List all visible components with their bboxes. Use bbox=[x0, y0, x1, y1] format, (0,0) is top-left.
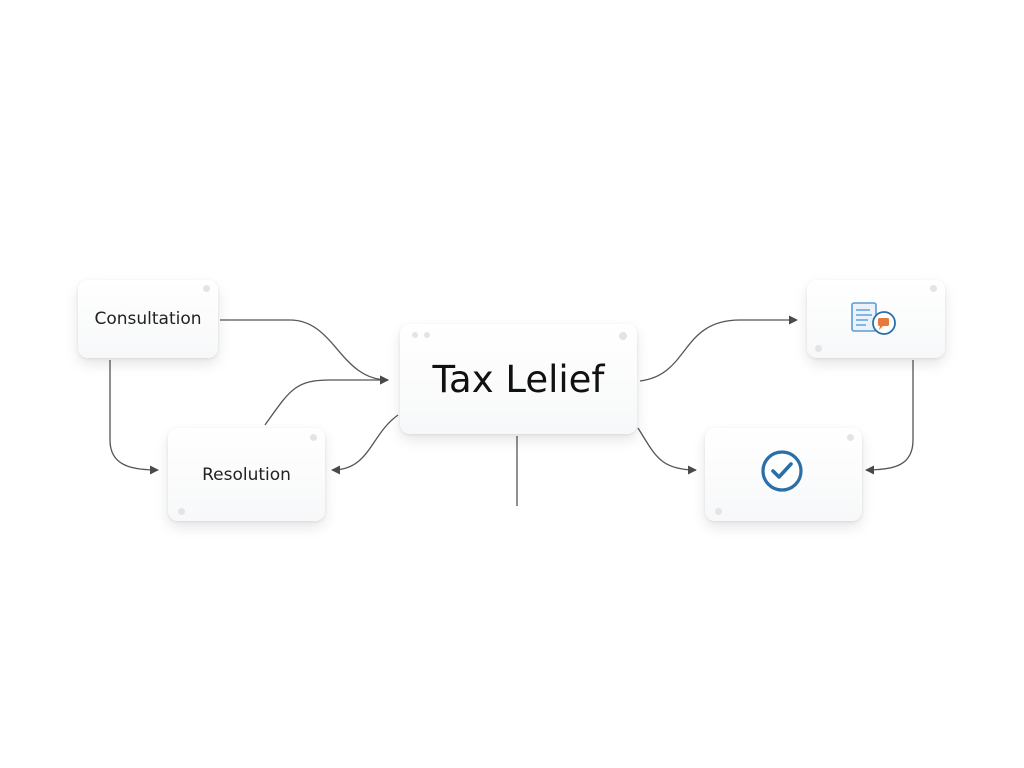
connector-consultation-to-center bbox=[220, 319, 389, 385]
card-dot bbox=[815, 345, 822, 352]
connector-consultation-to-resolution bbox=[109, 360, 159, 475]
node-document[interactable] bbox=[807, 280, 945, 358]
card-dot bbox=[310, 434, 317, 441]
document-chat-icon bbox=[851, 302, 896, 335]
connector-center-to-resolution bbox=[331, 414, 399, 475]
connector-resolution-to-center bbox=[264, 375, 389, 426]
card-dot bbox=[930, 285, 937, 292]
card-dot bbox=[715, 508, 722, 515]
node-resolution-label: Resolution bbox=[202, 464, 291, 485]
node-consultation[interactable]: Consultation bbox=[78, 280, 218, 358]
card-dot bbox=[847, 434, 854, 441]
card-dot bbox=[412, 332, 418, 338]
card-dot bbox=[619, 332, 627, 340]
card-dot bbox=[424, 332, 430, 338]
connector-center-to-check bbox=[637, 427, 697, 475]
card-dot bbox=[203, 285, 210, 292]
node-consultation-label: Consultation bbox=[94, 309, 202, 329]
checkmark-circle-icon bbox=[760, 449, 803, 492]
node-resolution[interactable]: Resolution bbox=[168, 428, 325, 521]
node-center-label: Tax Lelief bbox=[432, 357, 605, 401]
node-center[interactable]: Tax Lelief bbox=[400, 324, 637, 434]
connector-document-to-check bbox=[865, 360, 914, 475]
connector-center-to-document bbox=[639, 315, 798, 382]
card-dot bbox=[178, 508, 185, 515]
node-complete[interactable] bbox=[705, 428, 862, 521]
